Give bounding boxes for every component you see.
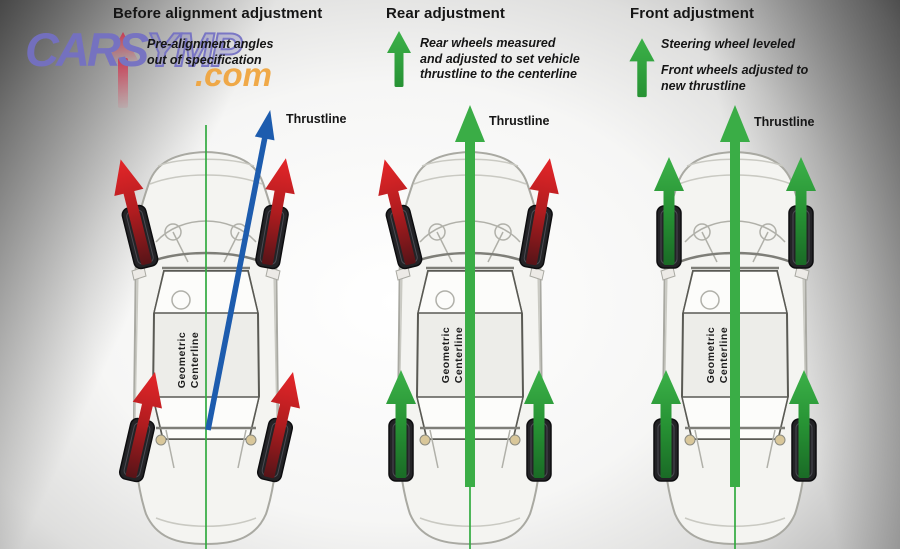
thrustline-label-rear: Thrustline [489, 114, 550, 128]
caption-line: and adjusted to set vehicle [420, 51, 580, 66]
centerline-label-line: Geometric [705, 326, 717, 384]
caption-front-2: Front wheels adjusted to new thrustline [661, 63, 808, 94]
centerline-label-line: Centerline [718, 326, 730, 384]
caption-line: Rear wheels measured [420, 36, 556, 50]
centerline-label-rear: Geometric Centerline [440, 313, 466, 397]
caption-rear: Rear wheels measured and adjusted to set… [420, 36, 580, 83]
thrustline-blue-arrow [205, 109, 275, 431]
watermark-brand-solid: CARS [25, 23, 149, 76]
thrustline-label-before: Thrustline [286, 112, 347, 126]
legend-green-arrow-icon [629, 38, 655, 98]
centerline-label-line: Geometric [440, 326, 452, 384]
caption-front-1: Steering wheel leveled [661, 37, 795, 53]
panel-title-rear: Rear adjustment [386, 5, 506, 22]
caption-line: Front wheels adjusted to [661, 63, 809, 77]
panel-title-before: Before alignment adjustment [113, 5, 323, 22]
caption-line: out of specification [147, 52, 262, 67]
caption-before: Pre-alignment angles out of specificatio… [147, 37, 273, 68]
caption-line: Pre-alignment angles [147, 37, 274, 51]
centerline-label-front: Geometric Centerline [705, 313, 731, 397]
watermark-brand-outline: YMP [145, 23, 243, 76]
wheel-front-right-green-arrow [786, 157, 816, 269]
centerline-label-line: Geometric [176, 331, 188, 389]
caption-line: new thrustline [661, 78, 746, 93]
caption-line: thrustline to the centerline [420, 67, 577, 82]
watermark-logo: CARSYMP .com [25, 23, 305, 112]
caption-line: Steering wheel leveled [661, 37, 796, 51]
centerline-label-before: Geometric Centerline [176, 318, 202, 402]
watermark-tld: .com [195, 56, 273, 93]
watermark-brand: CARSYMP [25, 23, 243, 76]
centerline-label-line: Centerline [189, 331, 201, 389]
centerline-label-line: Centerline [453, 326, 465, 384]
wheel-front-left-green-arrow [654, 157, 684, 269]
red-up-arrow-icon [107, 32, 139, 108]
panel-title-front: Front adjustment [630, 5, 755, 22]
thrustline-label-front: Thrustline [754, 115, 815, 129]
legend-green-arrow-icon [387, 31, 411, 87]
